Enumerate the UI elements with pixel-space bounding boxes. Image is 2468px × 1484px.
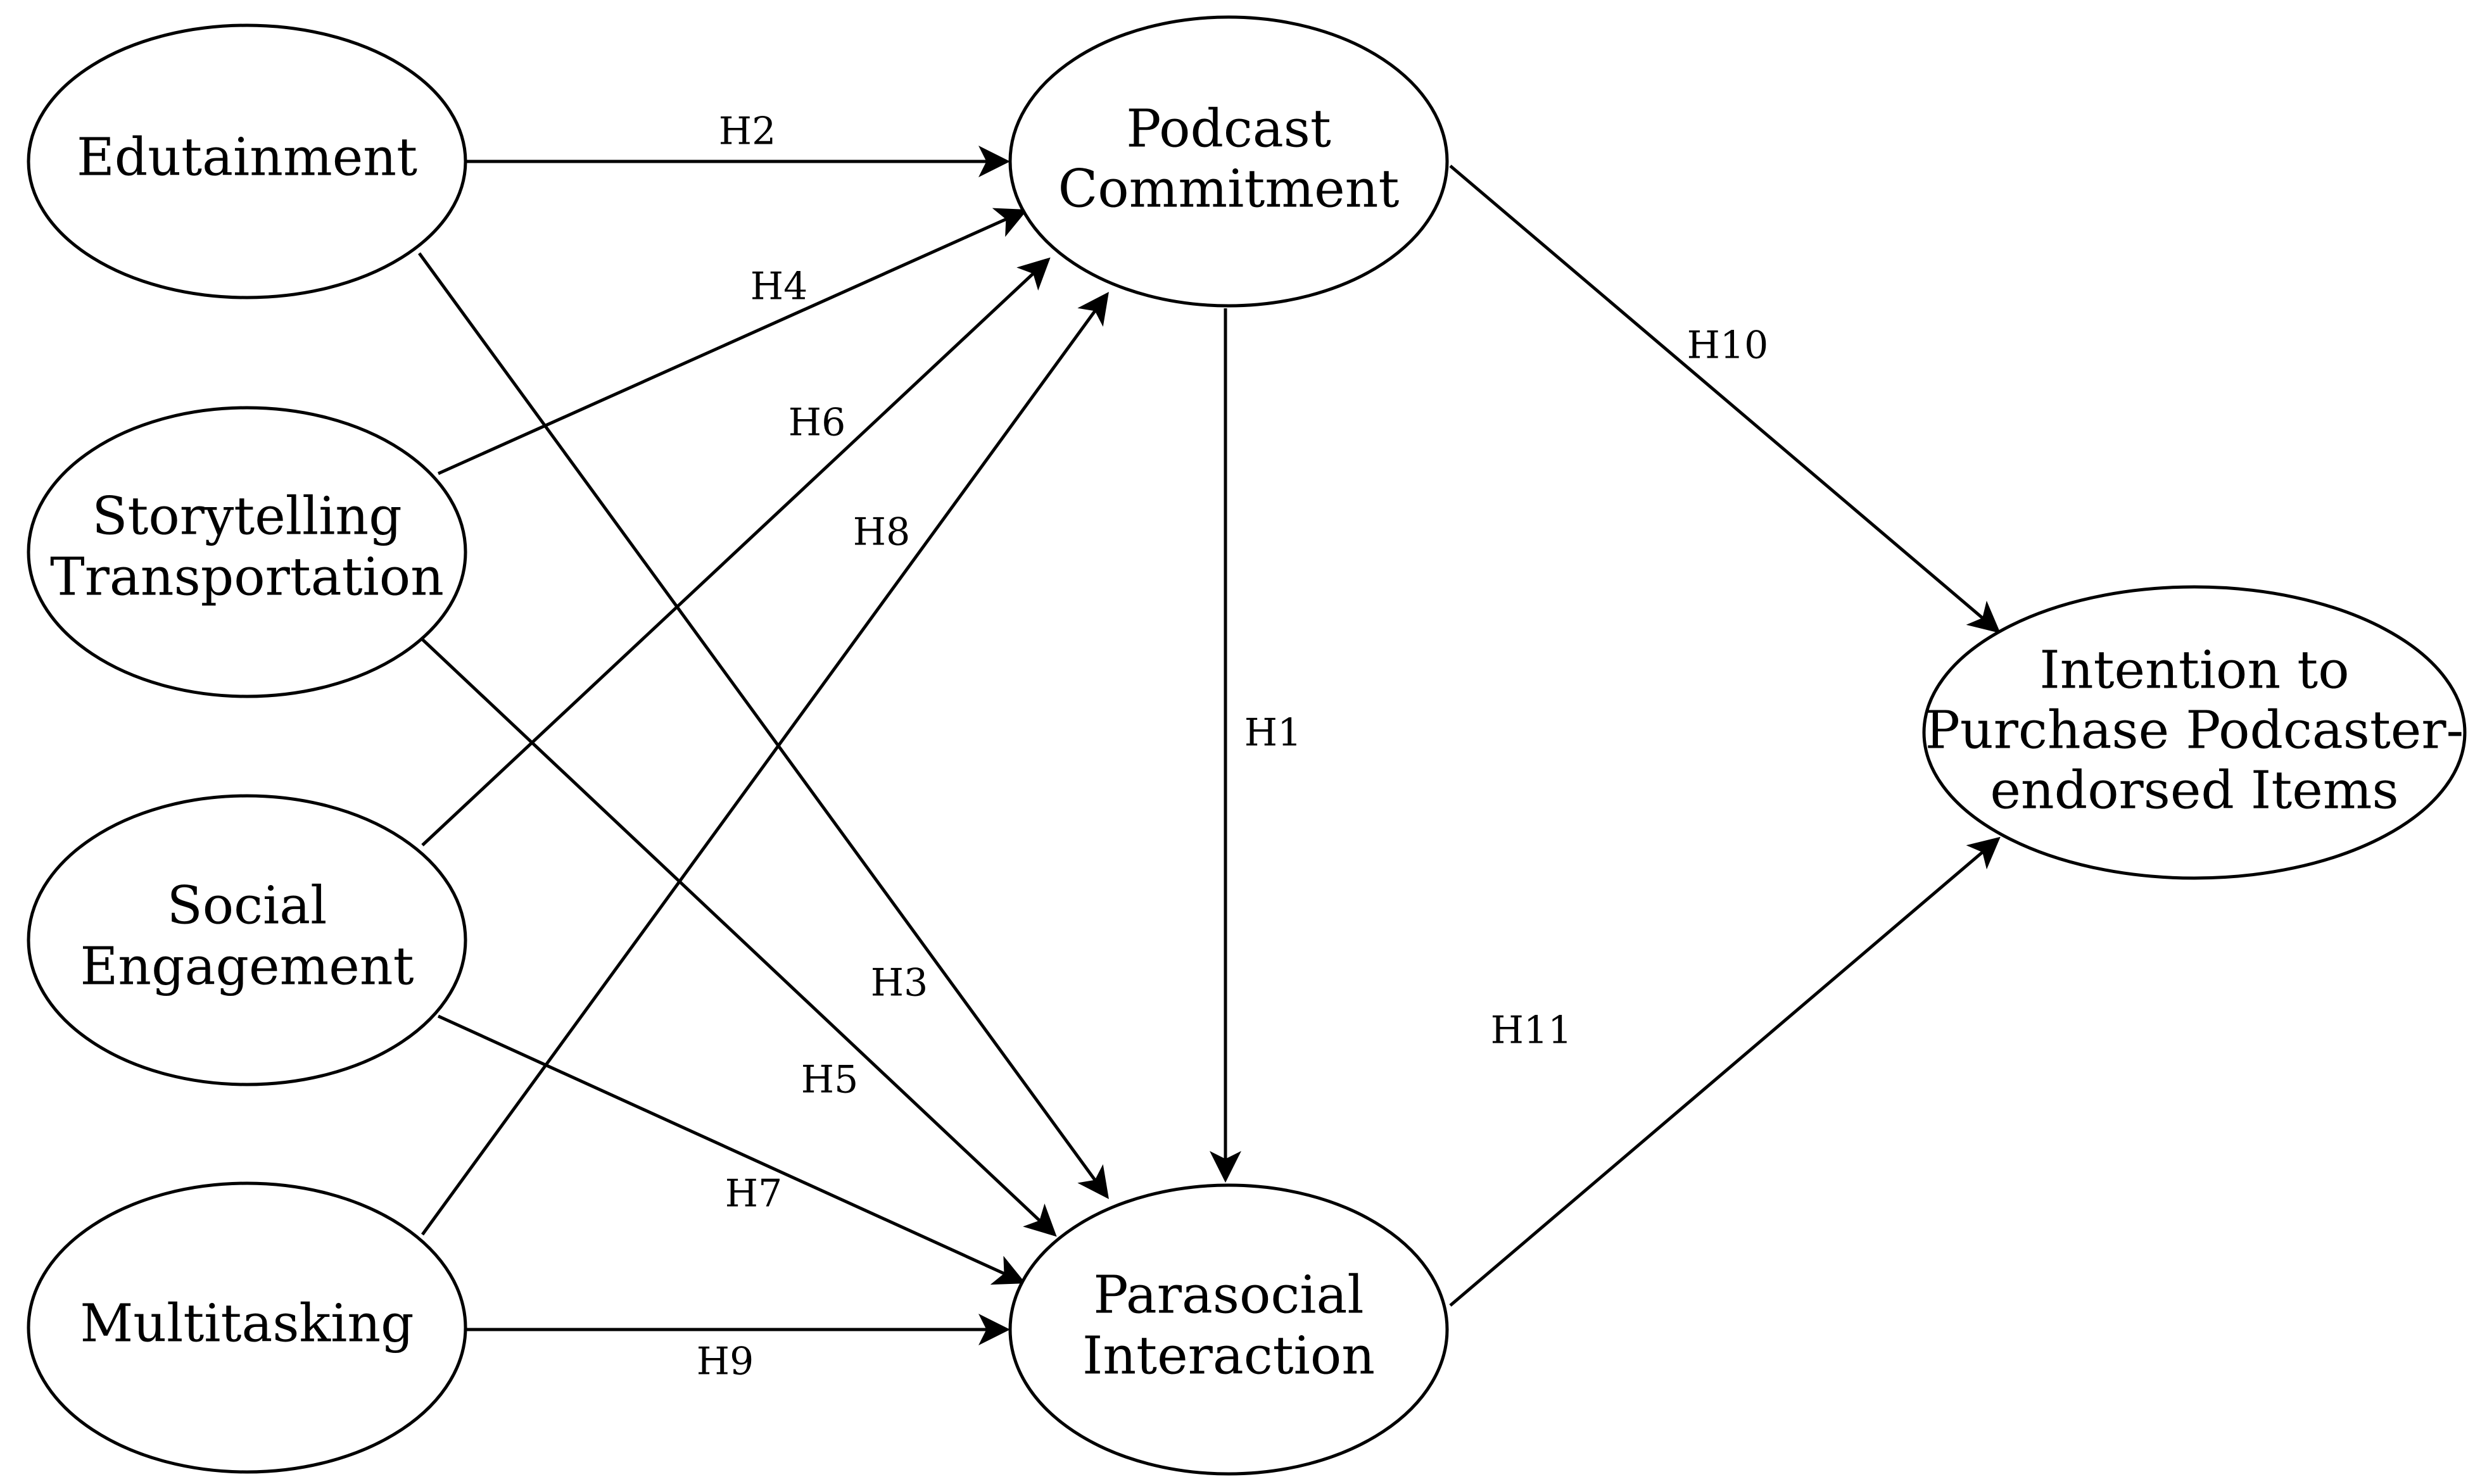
edge-label-h8: H8 — [853, 510, 911, 555]
edge-label-h6: H6 — [788, 401, 846, 445]
edge-h5 — [421, 638, 1057, 1237]
edge-labels: H2 H4 H6 H8 H1 H10 H3 H5 H11 H7 H9 — [697, 110, 1769, 1384]
edges — [417, 146, 2001, 1345]
node-label-intention-line1: Intention to — [2039, 641, 2349, 701]
node-social-engagement: Social Engagement — [27, 794, 467, 1086]
edge-label-h3: H3 — [871, 961, 928, 1005]
edge-h7 — [437, 1014, 1026, 1285]
edge-h6 — [421, 257, 1051, 846]
node-label-intention-line2: Purchase Podcaster- — [1925, 701, 2464, 761]
edge-h4 — [437, 208, 1028, 475]
edge-label-h10: H10 — [1687, 324, 1769, 368]
edge-h10 — [1449, 165, 2001, 634]
node-parasocial-interaction: Parasocial Interaction — [1008, 1183, 1449, 1476]
node-intention-to-purchase: Intention to Purchase Podcaster- endorse… — [1922, 585, 2467, 880]
edge-label-h2: H2 — [719, 110, 776, 154]
edge-label-h4: H4 — [750, 265, 808, 309]
node-label-social-line2: Engagement — [80, 937, 414, 997]
node-storytelling-transportation: Storytelling Transportation — [27, 406, 467, 698]
node-label-parasocial-line1: Parasocial — [1093, 1266, 1364, 1326]
node-podcast-commitment: Podcast Commitment — [1008, 15, 1449, 308]
edge-label-h5: H5 — [801, 1058, 859, 1102]
node-label-intention-line3: endorsed Items — [1990, 761, 2398, 821]
edge-label-h7: H7 — [725, 1172, 783, 1216]
node-label-edutainment-line1: Edutainment — [77, 128, 417, 188]
node-label-storytelling-line1: Storytelling — [92, 487, 402, 547]
edge-label-h1: H1 — [1244, 711, 1302, 755]
node-multitasking: Multitasking — [27, 1181, 467, 1474]
node-label-storytelling-line2: Transportation — [50, 548, 444, 608]
edge-label-h9: H9 — [697, 1340, 754, 1384]
edge-label-h11: H11 — [1491, 1009, 1573, 1053]
node-label-multitasking-line1: Multitasking — [80, 1294, 414, 1354]
node-label-commitment-line2: Commitment — [1058, 160, 1400, 220]
node-label-parasocial-line2: Interaction — [1082, 1326, 1375, 1387]
edge-h8 — [421, 291, 1109, 1236]
node-label-social-line1: Social — [167, 876, 327, 936]
node-edutainment: Edutainment — [27, 23, 467, 299]
node-label-commitment-line1: Podcast — [1126, 99, 1331, 160]
edge-h11 — [1449, 836, 2001, 1307]
edge-h3 — [417, 252, 1109, 1200]
